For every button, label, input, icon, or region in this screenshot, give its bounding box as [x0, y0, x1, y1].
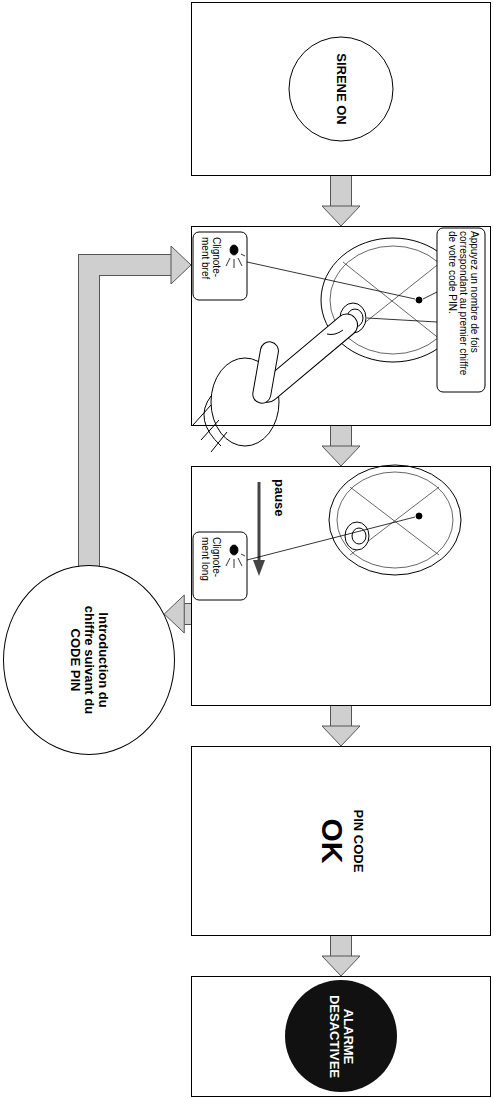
callout-text: Appuyez un nombre de fois correspondant … [447, 231, 480, 387]
alarm-circle [285, 980, 397, 1092]
step-box: PIN CODE OK [191, 746, 491, 936]
callout-bubble [193, 232, 247, 300]
pressing-hand [193, 310, 362, 452]
leader-line [247, 262, 415, 299]
node-label: Introduction du chiffre suivant du CODE … [68, 596, 111, 724]
loop-circle: Introduction du chiffre suivant du CODE … [3, 565, 175, 755]
flow-arrow [322, 176, 360, 226]
node-label: OK [317, 819, 347, 864]
pause-label: pause [272, 479, 286, 539]
flow-arrow [89, 246, 191, 567]
node-label: SIRENE ON [334, 53, 348, 125]
step-box: pauseClignote- ment long [191, 466, 491, 706]
pause-arrow [253, 482, 265, 576]
callout-text: Clignote- ment bref [200, 237, 222, 293]
node-label: ALARME DESACTIVEE [327, 991, 356, 1083]
step-box: ALARME DESACTIVEE [191, 976, 491, 1097]
callout-bubble [437, 228, 485, 392]
leader-line [247, 517, 415, 560]
step-box: SIRENE ON [191, 2, 491, 176]
callout-text: Clignote- ment long [200, 537, 222, 593]
flow-arrow [322, 426, 360, 466]
callout-bubble [193, 532, 247, 600]
node-label: PIN CODE [351, 810, 365, 873]
led-icon [226, 245, 245, 268]
flow-arrow [322, 706, 360, 746]
step-box: Appuyez un nombre de fois correspondant … [191, 226, 491, 426]
led-icon [226, 545, 245, 568]
alarm-device [329, 465, 461, 575]
leader-line [367, 318, 437, 322]
siren-circle [289, 37, 393, 141]
leader-line [423, 292, 437, 299]
flow-arrow [322, 936, 360, 976]
